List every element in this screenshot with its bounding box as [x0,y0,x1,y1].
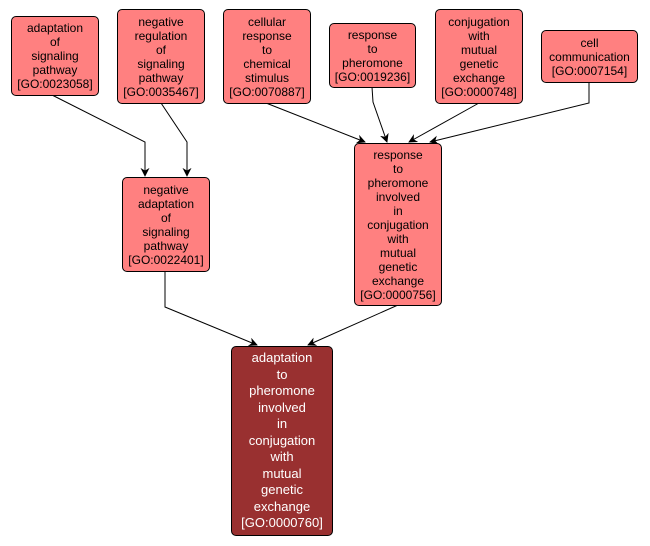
edge-GO0000756-to-GO0000760 [307,304,399,346]
node-line: cellular [247,14,286,29]
node-line: in [276,416,288,432]
node-go-id: [GO:0000756] [360,287,436,302]
node-response-to-pheromone-involved-in-conjugation[interactable]: response to pheromone involved in conjug… [354,143,442,306]
node-line: conjugation [248,432,316,448]
edge-GO0007154-to-GO0000756 [429,82,590,145]
node-line: stimulus [244,70,289,85]
node-cell-communication[interactable]: cell communication [GO:0007154] [541,30,638,83]
node-line: pathway [32,63,78,77]
node-line: pheromone [249,383,315,399]
edge-GO0000748-to-GO0000756 [408,102,480,143]
node-adaptation-of-signaling-pathway[interactable]: adaptation of signaling pathway [GO:0023… [11,16,99,96]
node-go-id: [GO:0023058] [17,77,93,91]
node-negative-regulation-of-signaling-pathway[interactable]: negative regulation of signaling pathway… [117,9,205,104]
node-line: response [242,28,292,43]
node-line: to [367,41,378,56]
node-line: to [392,161,403,176]
node-line: mutual [379,245,417,260]
node-cellular-response-to-chemical-stimulus[interactable]: cellular response to chemical stimulus [… [223,9,311,104]
node-line: of [49,35,60,49]
node-line: conjugation [448,14,510,29]
node-line: pheromone [367,175,429,190]
node-go-id: [GO:0035467] [123,84,199,99]
node-line: adaptation [137,196,195,211]
node-line: mutual [460,42,498,57]
node-line: with [387,231,409,246]
node-line: adaptation [26,21,84,35]
node-line: exchange [253,498,311,514]
node-response-to-pheromone[interactable]: response to pheromone [GO:0019236] [329,23,416,88]
node-line: pathway [138,70,184,85]
node-line: chemical [243,56,291,71]
node-go-id: [GO:0007154] [551,63,628,78]
node-go-id: [GO:0070887] [229,84,305,99]
edge-GO0022401-to-GO0000760 [164,271,258,347]
node-line: to [276,366,288,382]
node-line: cell [580,35,599,50]
node-go-id: [GO:0000760] [241,515,323,531]
node-line: negative [143,182,189,197]
edge-GO0070887-to-GO0000756 [265,102,366,144]
node-line: of [160,210,171,225]
node-line: involved [375,189,421,204]
node-line: to [261,42,272,57]
node-line: pheromone [342,55,403,70]
node-go-id: [GO:0022401] [128,252,204,267]
node-line: adaptation [251,350,313,366]
node-line: response [347,27,398,42]
node-line: with [270,449,294,465]
node-negative-adaptation-of-signaling-pathway[interactable]: negative adaptation of signaling pathway… [122,177,210,272]
node-line: signaling [31,49,79,63]
edge-GO0023058-to-GO0022401 [51,94,150,177]
node-go-id: [GO:0019236] [334,69,411,84]
node-line: response [373,147,423,162]
node-line: regulation [134,28,188,43]
edge-GO0035467-to-GO0022401 [160,102,192,177]
node-line: pathway [143,238,189,253]
node-conjugation-with-mutual-genetic-exchange[interactable]: conjugation with mutual genetic exchange… [435,9,523,104]
node-line: in [393,203,403,218]
node-line: exchange [452,70,506,85]
node-line: signaling [142,224,190,239]
node-line: genetic [261,482,303,498]
node-line: of [155,42,166,57]
node-target-adaptation-to-pheromone[interactable]: adaptation to pheromone involved in conj… [231,346,333,536]
node-line: with [468,28,490,43]
node-line: exchange [371,273,425,288]
node-line: communication [549,49,630,64]
node-line: conjugation [367,217,429,232]
node-line: signaling [137,56,185,71]
node-line: genetic [378,259,418,274]
node-line: involved [258,399,306,415]
node-line: genetic [459,56,499,71]
edge-GO0019236-to-GO0000756 [371,86,389,143]
node-line: negative [138,14,184,29]
node-go-id: [GO:0000748] [441,84,517,99]
node-line: mutual [262,465,302,481]
